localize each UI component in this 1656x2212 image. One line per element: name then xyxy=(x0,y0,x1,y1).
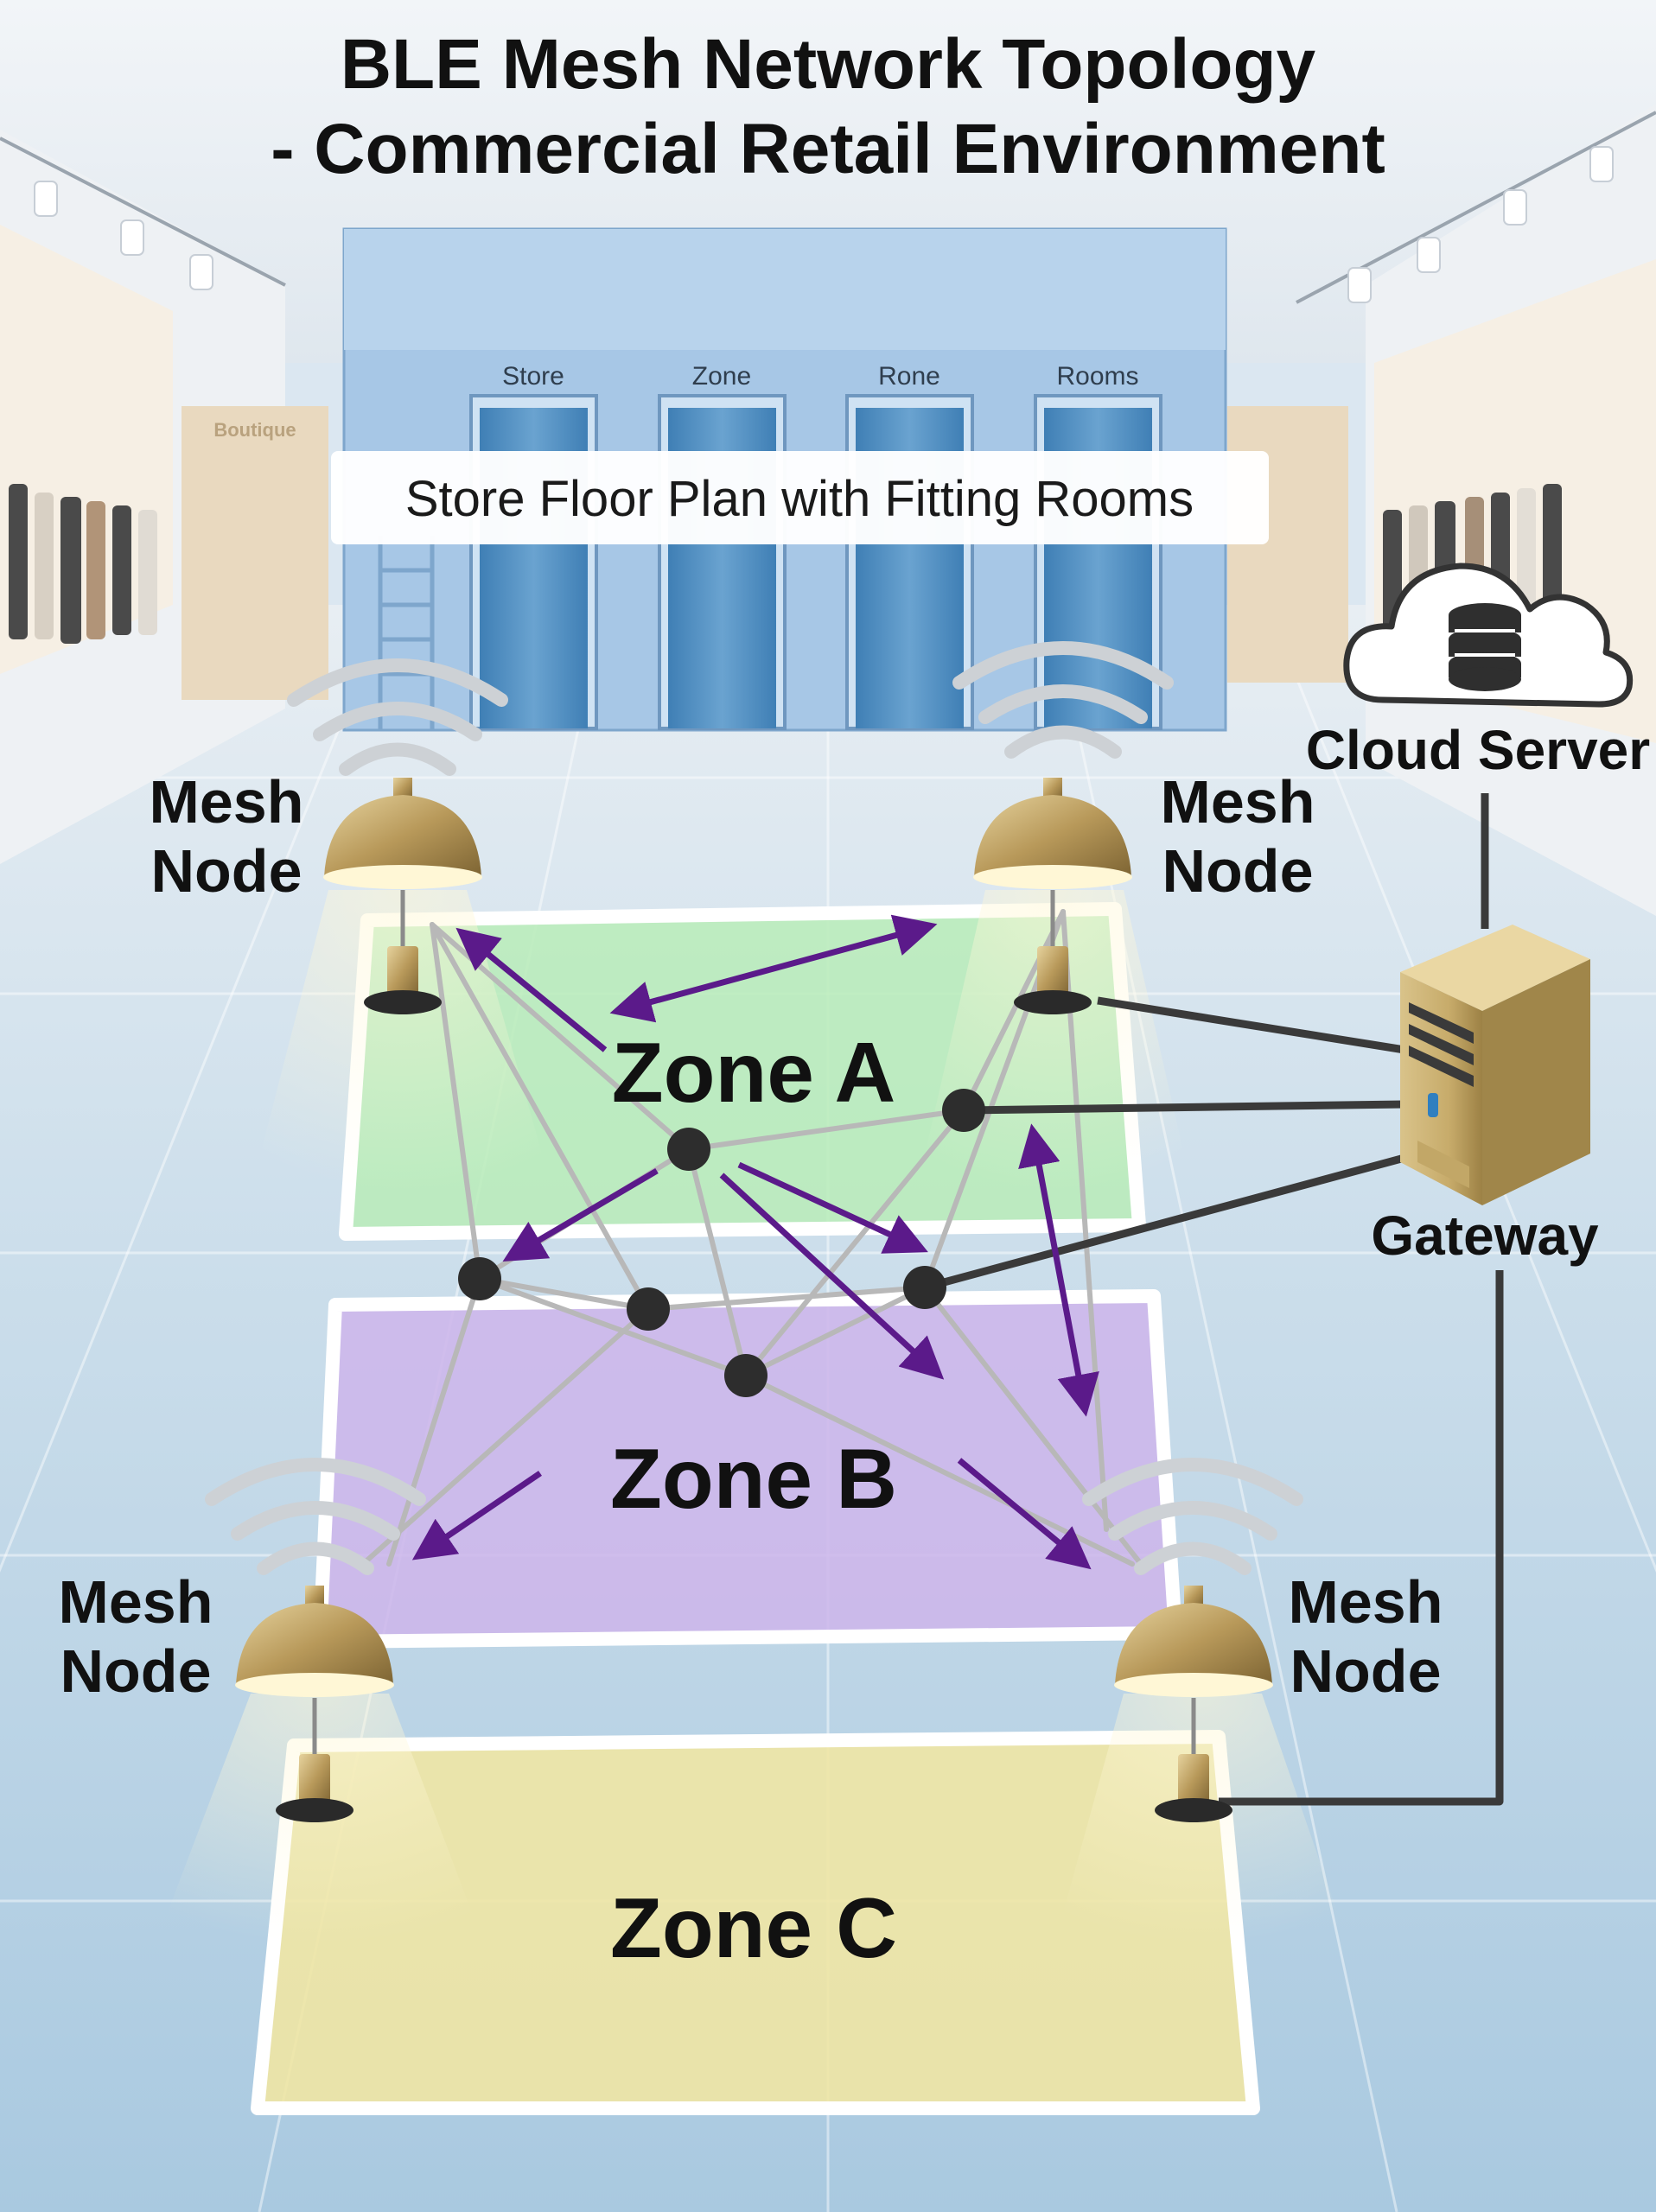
mesh-node-lamp-bottom-left xyxy=(205,1458,426,1822)
server-icon xyxy=(1409,1002,1474,1188)
fitting-room-sign-2: Zone xyxy=(692,362,751,391)
relay-node-2 xyxy=(942,1089,985,1132)
floor-plan-label-box: Store Floor Plan with Fitting Rooms xyxy=(331,451,1269,544)
wifi-signal-icon xyxy=(205,1458,426,1575)
gateway: Gateway xyxy=(1371,925,1599,1267)
relay-node-3 xyxy=(458,1257,501,1300)
cloud-server: Cloud Server xyxy=(1306,563,1650,781)
mesh-node-label-line2: Node xyxy=(61,1637,212,1705)
gateway-label: Gateway xyxy=(1371,1205,1599,1267)
fitting-room-sign-3: Rone xyxy=(878,362,940,391)
relay-node-4 xyxy=(627,1287,670,1331)
database-icon xyxy=(1449,603,1521,691)
relay-node-6 xyxy=(724,1354,767,1397)
zone-c-label: Zone C xyxy=(610,1880,897,1975)
left-clothing-wall: Boutique xyxy=(0,130,328,864)
wifi-signal-icon xyxy=(1082,1458,1303,1575)
wired-links xyxy=(923,793,1504,1806)
wifi-signal-icon xyxy=(287,658,508,776)
title-line-1: BLE Mesh Network Topology xyxy=(341,25,1316,104)
wifi-signal-icon xyxy=(952,641,1174,759)
mesh-node-label-top-right: Mesh Node xyxy=(1161,768,1315,905)
mesh-node-label-top-left: Mesh Node xyxy=(150,768,304,905)
mesh-node-label-line2: Node xyxy=(151,837,303,905)
ceiling-track-lights xyxy=(0,111,1656,304)
mesh-links xyxy=(360,909,1143,1567)
floor-plan-label: Store Floor Plan with Fitting Rooms xyxy=(405,471,1194,527)
page-title: BLE Mesh Network Topology - Commercial R… xyxy=(271,25,1385,188)
fitting-room-3: Rone xyxy=(845,362,974,730)
mesh-node-label-bottom-right: Mesh Node xyxy=(1289,1568,1443,1705)
shop-sign: Boutique xyxy=(213,419,296,441)
fitting-room-2: Zone xyxy=(658,362,787,730)
title-line-2: - Commercial Retail Environment xyxy=(271,110,1385,188)
relay-nodes xyxy=(458,1089,985,1397)
zone-a-label: Zone A xyxy=(612,1025,895,1120)
mesh-node-lamp-top-left xyxy=(287,658,508,1014)
mesh-node-label-bottom-left: Mesh Node xyxy=(59,1568,213,1705)
relay-node-1 xyxy=(667,1128,710,1171)
mesh-node-label-line1: Mesh xyxy=(1289,1568,1443,1636)
relay-node-5 xyxy=(903,1266,946,1309)
fitting-room-sign-1: Store xyxy=(502,362,564,391)
mesh-node-lamp-bottom-right xyxy=(1082,1458,1303,1822)
mesh-node-lamp-top-right xyxy=(952,641,1174,1014)
signal-arrows xyxy=(411,914,1099,1570)
mesh-node-label-line2: Node xyxy=(1290,1637,1442,1705)
mesh-node-label-line1: Mesh xyxy=(1161,768,1315,836)
zone-c-area xyxy=(251,1730,1260,2115)
mesh-node-label-line1: Mesh xyxy=(59,1568,213,1636)
mesh-node-label-line2: Node xyxy=(1162,837,1314,905)
cloud-server-label: Cloud Server xyxy=(1306,719,1650,781)
mesh-node-label-line1: Mesh xyxy=(150,768,304,836)
fitting-room-1: Store xyxy=(469,362,598,730)
zone-b-label: Zone B xyxy=(610,1431,897,1526)
fitting-room-sign-4: Rooms xyxy=(1056,362,1138,391)
